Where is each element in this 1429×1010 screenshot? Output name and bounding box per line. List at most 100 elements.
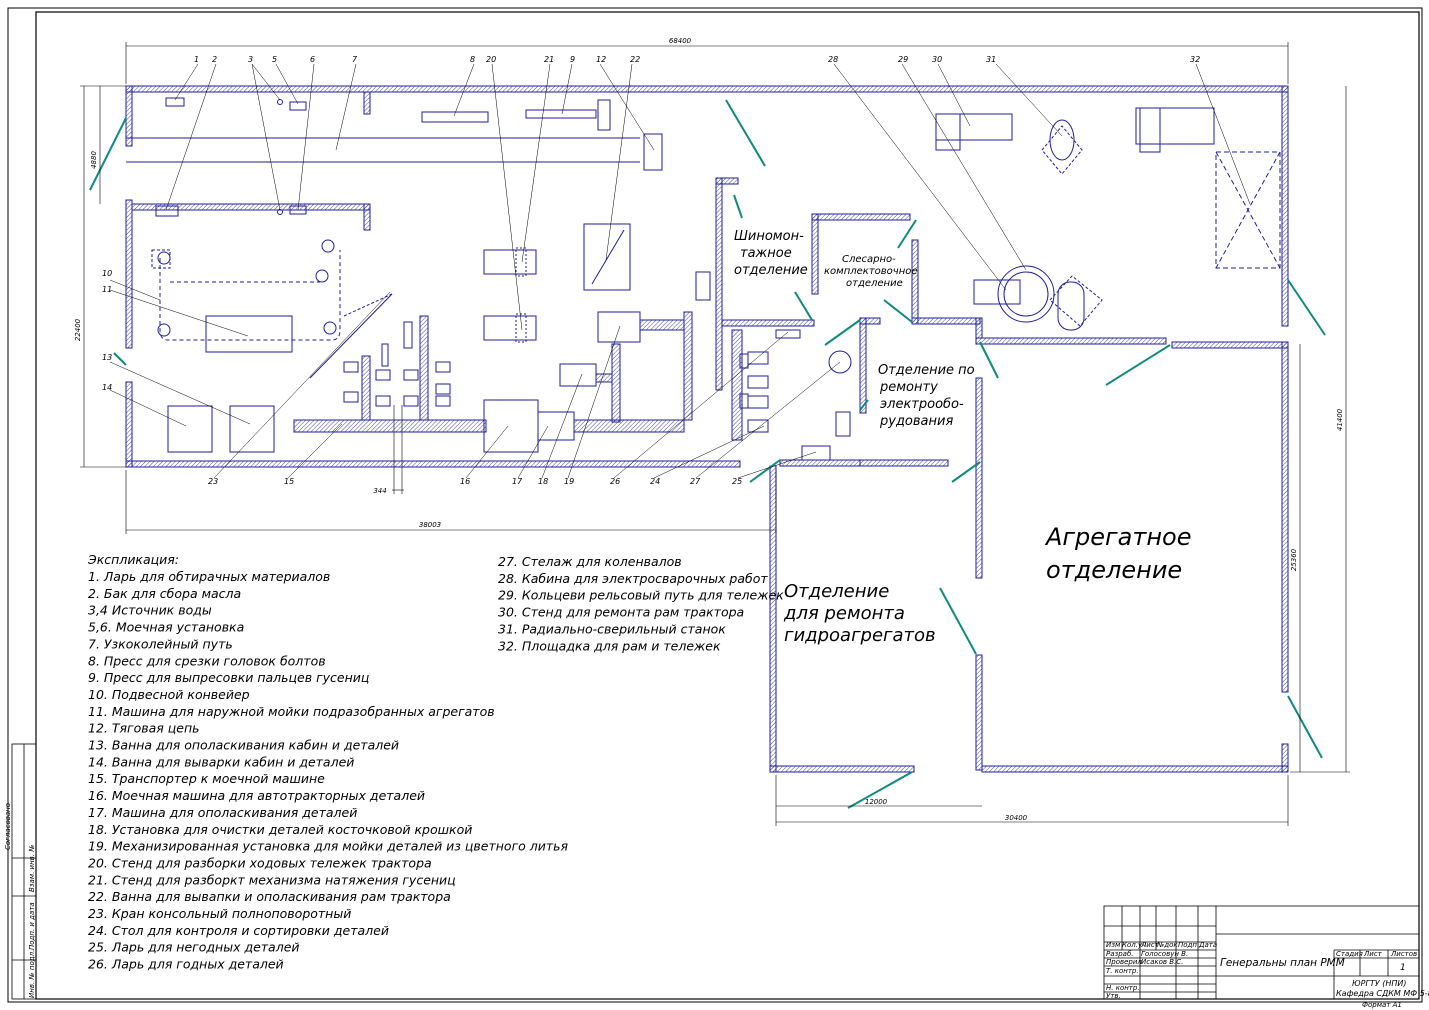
stamp-agreed: Согласовано (4, 803, 12, 850)
callout-2: 2 (212, 55, 217, 64)
tb-sheet-header: Лист (1363, 950, 1383, 958)
room-fitting-line1: Слесарно- (842, 254, 896, 265)
callout-22: 22 (630, 55, 640, 64)
tb-role-developer: Разраб. (1106, 950, 1134, 958)
tb-hdr-date: Дата (1198, 941, 1217, 949)
explication-item: 25. Ларь для негодных деталей (88, 940, 300, 955)
room-elec-line3: электрообо- (880, 397, 964, 412)
callout-31: 31 (986, 55, 996, 64)
explication-item: 22. Ванна для вывапки и ополаскивания ра… (88, 889, 451, 904)
explication-item: 23. Кран консольный полноповоротный (88, 906, 351, 921)
explication-item: 2. Бак для сбора масла (88, 586, 241, 601)
explication-item: 10. Подвесной конвейер (88, 687, 250, 702)
explication-item: 26. Ларь для годных деталей (88, 957, 284, 972)
dim-right-height: 41400 (1336, 408, 1344, 431)
stamp-replace-inv: Взам. инв. № (28, 844, 36, 892)
callout-32: 32 (1190, 55, 1200, 64)
callout-25: 25 (732, 477, 742, 486)
callout-11: 11 (102, 285, 112, 294)
explication-item: 27. Стелаж для коленвалов (498, 554, 682, 569)
explication-item: 20. Стенд для разборки ходовых тележек т… (88, 855, 432, 870)
callout-16: 16 (460, 477, 470, 486)
explication-item: 32. Площадка для рам и тележек (498, 638, 721, 653)
dim-left-height: 22400 (74, 318, 82, 341)
room-fitting-line2: комплектовочное (824, 266, 918, 277)
room-elec-line2: ремонту (879, 380, 938, 395)
callout-10: 10 (102, 269, 112, 278)
callout-3: 3 (248, 55, 253, 64)
equipment (126, 97, 1281, 461)
explication-item: 31. Радиально-сверильный станок (498, 621, 726, 636)
tb-hdr-sign: Подп. (1178, 941, 1199, 949)
tb-sheets-header: Листов (1390, 950, 1417, 958)
callout-20: 20 (486, 55, 496, 64)
explication-item: 5,6. Моечная установка (88, 620, 244, 635)
callout-24: 24 (650, 477, 660, 486)
room-tire-line1: Шиномон- (734, 229, 804, 244)
walls (125, 85, 1289, 773)
explication-item: 16. Моечная машина для автотракторных де… (88, 788, 425, 803)
room-fitting-line3: отделение (846, 278, 903, 289)
room-hydro-line3: гидроагрегатов (784, 625, 936, 646)
leader-lines (109, 63, 1251, 479)
explication-item: 29. Кольцеви рельсовый путь для тележек (498, 588, 784, 603)
callout-17: 17 (512, 477, 523, 486)
callout-14: 14 (102, 383, 112, 392)
explication-title: Экспликация: (87, 552, 179, 567)
room-agg-line2: отделение (1046, 556, 1182, 584)
callout-23: 23 (208, 477, 218, 486)
tb-hdr-ndoc: №док (1156, 941, 1178, 949)
room-tire-line2: тажное (740, 246, 792, 261)
tb-stage-header: Стадия (1336, 950, 1363, 958)
callout-30: 30 (932, 55, 942, 64)
callout-13: 13 (102, 353, 112, 362)
room-elec-line1: Отделение по (878, 363, 975, 378)
explication-item: 1. Ларь для обтирачных материалов (88, 569, 330, 584)
dim-overall-width: 68400 (669, 37, 692, 45)
stamp-inv-orig: Инв. № подл. (28, 950, 36, 998)
stamp-sign-date: Подп. и дата (28, 902, 36, 950)
callout-26: 26 (610, 477, 620, 486)
room-hydro-line1: Отделение (784, 581, 889, 602)
callout-9: 9 (570, 55, 575, 64)
side-stamp (11, 743, 37, 1000)
room-labels: Шиномон- тажное отделение Слесарно- комп… (734, 229, 1191, 646)
explication-item: 3,4 Источник воды (88, 603, 212, 618)
explication-item: 8. Пресс для срезки головок болтов (88, 653, 326, 668)
tb-hdr-izm: Изм (1106, 941, 1121, 949)
explication-item: 24. Стол для контроля и сортировки детал… (88, 923, 389, 938)
explication-item: 17. Машина для ополаскивания деталей (88, 805, 357, 820)
dim-left-bottom: 38003 (419, 521, 441, 529)
dim-bottom-small: 12000 (865, 798, 888, 806)
callout-numbers: 1 2 3 5 6 7 8 20 21 9 12 22 28 29 30 31 … (102, 55, 1200, 486)
dim-top-bay: 4880 (90, 151, 98, 169)
explication-item: 15. Транспортер к моечной машине (88, 771, 325, 786)
tb-role-checker: Проверил (1106, 958, 1142, 966)
dim-right-lower: 25360 (1290, 548, 1298, 571)
callout-6: 6 (310, 55, 315, 64)
tb-org-line1: ЮРГТУ (НПИ) (1352, 979, 1406, 988)
tb-hdr-list: Лист (1140, 941, 1160, 949)
tb-name-developer: Голосовун В. (1141, 950, 1188, 958)
callout-15: 15 (284, 477, 294, 486)
callout-29: 29 (898, 55, 908, 64)
room-elec-line4: рудования (879, 414, 953, 429)
callout-19: 19 (564, 477, 574, 486)
callout-28: 28 (828, 55, 838, 64)
tb-hdr-kolich: Кол.уч (1122, 941, 1146, 949)
sheet-frame (7, 7, 1423, 1003)
inner-frame (35, 11, 1420, 1000)
callout-12: 12 (596, 55, 606, 64)
explication-item: 18. Установка для очистки деталей косточ… (88, 822, 472, 837)
callout-5: 5 (272, 55, 277, 64)
tb-org-line2: Кафедра СДКМ МФ 5-8 (1336, 989, 1429, 998)
callout-8: 8 (470, 55, 475, 64)
explication-item: 19. Механизированная установка для мойки… (88, 839, 569, 854)
room-agg-line1: Агрегатное (1044, 523, 1191, 551)
title-block (1103, 905, 1420, 1000)
tb-role-ncontrol: Н. контр. (1106, 984, 1140, 992)
tb-name-checker: Исаков В.С. (1141, 958, 1183, 966)
tb-title: Генеральны план РММ (1220, 957, 1345, 969)
